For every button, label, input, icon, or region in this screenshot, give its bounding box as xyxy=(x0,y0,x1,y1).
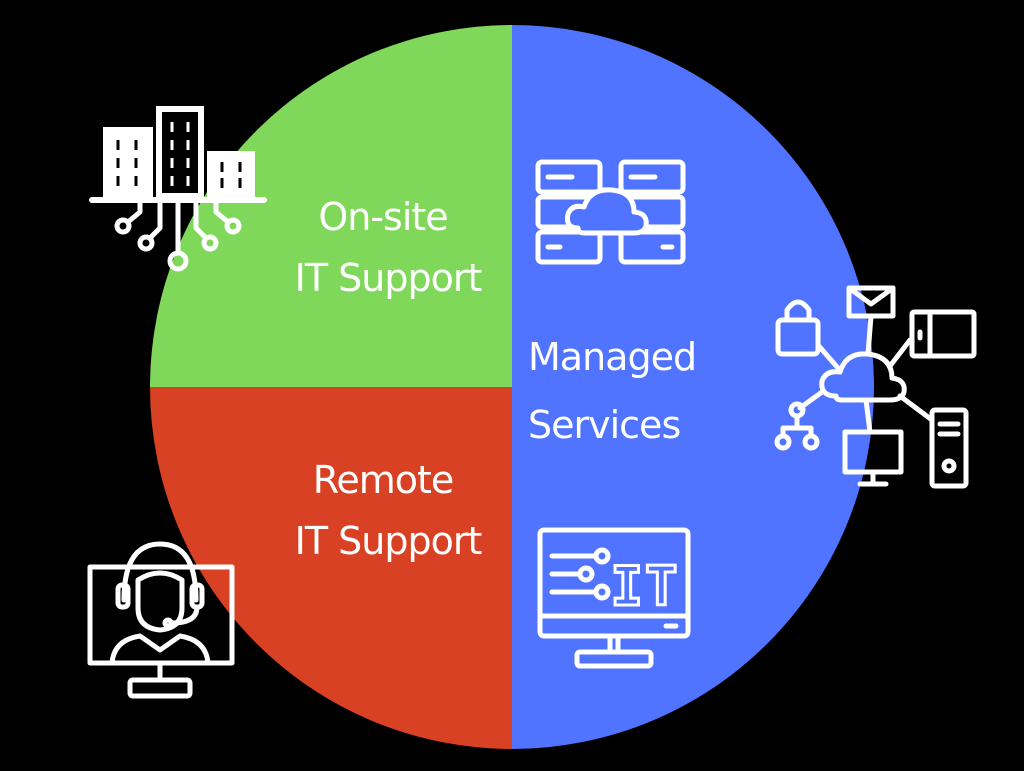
headset-agent-icon xyxy=(87,541,235,699)
office-buildings-network-icon xyxy=(89,106,267,272)
onsite-label-line1: On-site xyxy=(318,195,447,239)
managed-label-line2: Services xyxy=(528,403,680,447)
segment-remote xyxy=(150,387,512,749)
network-devices-icon xyxy=(774,285,977,489)
it-monitor-text: IT xyxy=(610,555,679,618)
server-cloud-icon xyxy=(535,159,686,265)
remote-label-line1: Remote xyxy=(313,458,454,502)
remote-label-line2: IT Support xyxy=(295,519,482,563)
managed-label-line1: Managed xyxy=(528,335,696,379)
it-monitor-icon: IT xyxy=(537,527,691,669)
onsite-label-line2: IT Support xyxy=(295,256,482,300)
segment-onsite xyxy=(150,25,512,387)
